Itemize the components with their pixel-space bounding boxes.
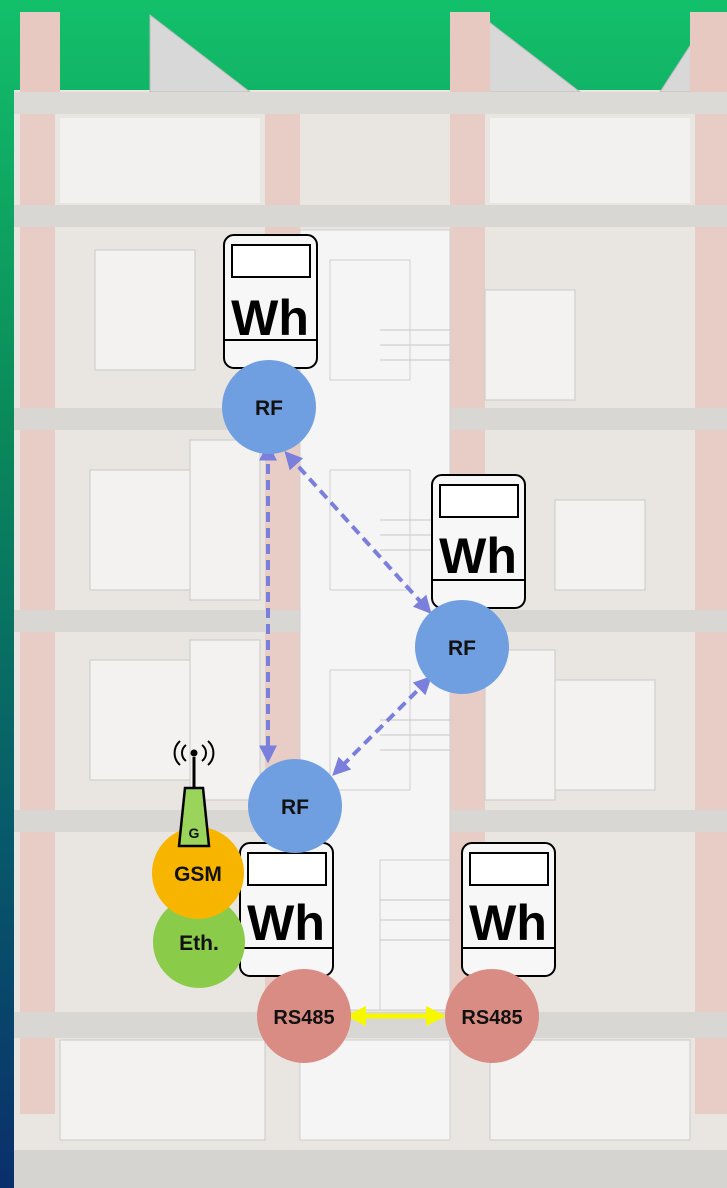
energy-meter-icon: Wh [223,234,318,369]
rf-node-bottom: RF [248,759,342,853]
gsm-node: GSM [152,827,244,919]
rf-node-top: RF [222,360,316,454]
ethernet-node: Eth. [153,896,245,988]
meter-label: Wh [247,895,325,951]
antenna-letter: G [189,825,200,841]
rf-links [259,442,432,776]
rs485-node-left-label: RS485 [273,1007,334,1029]
link-rf-top-rf-right [284,450,432,615]
rf-node-bottom-label: RF [281,796,309,819]
rf-node-right: RF [415,600,509,694]
rs485-node-left: RS485 [257,969,351,1063]
energy-meter-icon: Wh [431,474,526,609]
meter-label: Wh [469,895,547,951]
antenna-signal-icon: G [173,740,215,848]
energy-meter-icon: Wh [461,842,556,977]
link-rf-right-rf-bottom [332,676,432,776]
energy-meter-icon: Wh [239,842,334,977]
gsm-node-label: GSM [174,863,222,886]
building-illustration [14,12,727,1188]
ethernet-node-label: Eth. [179,932,219,955]
rs485-node-right: RS485 [445,969,539,1063]
rs485-node-right-label: RS485 [461,1007,522,1029]
rf-node-right-label: RF [448,637,476,660]
meter-label: Wh [439,528,517,584]
rf-node-top-label: RF [255,397,283,420]
meter-label: Wh [231,290,309,346]
